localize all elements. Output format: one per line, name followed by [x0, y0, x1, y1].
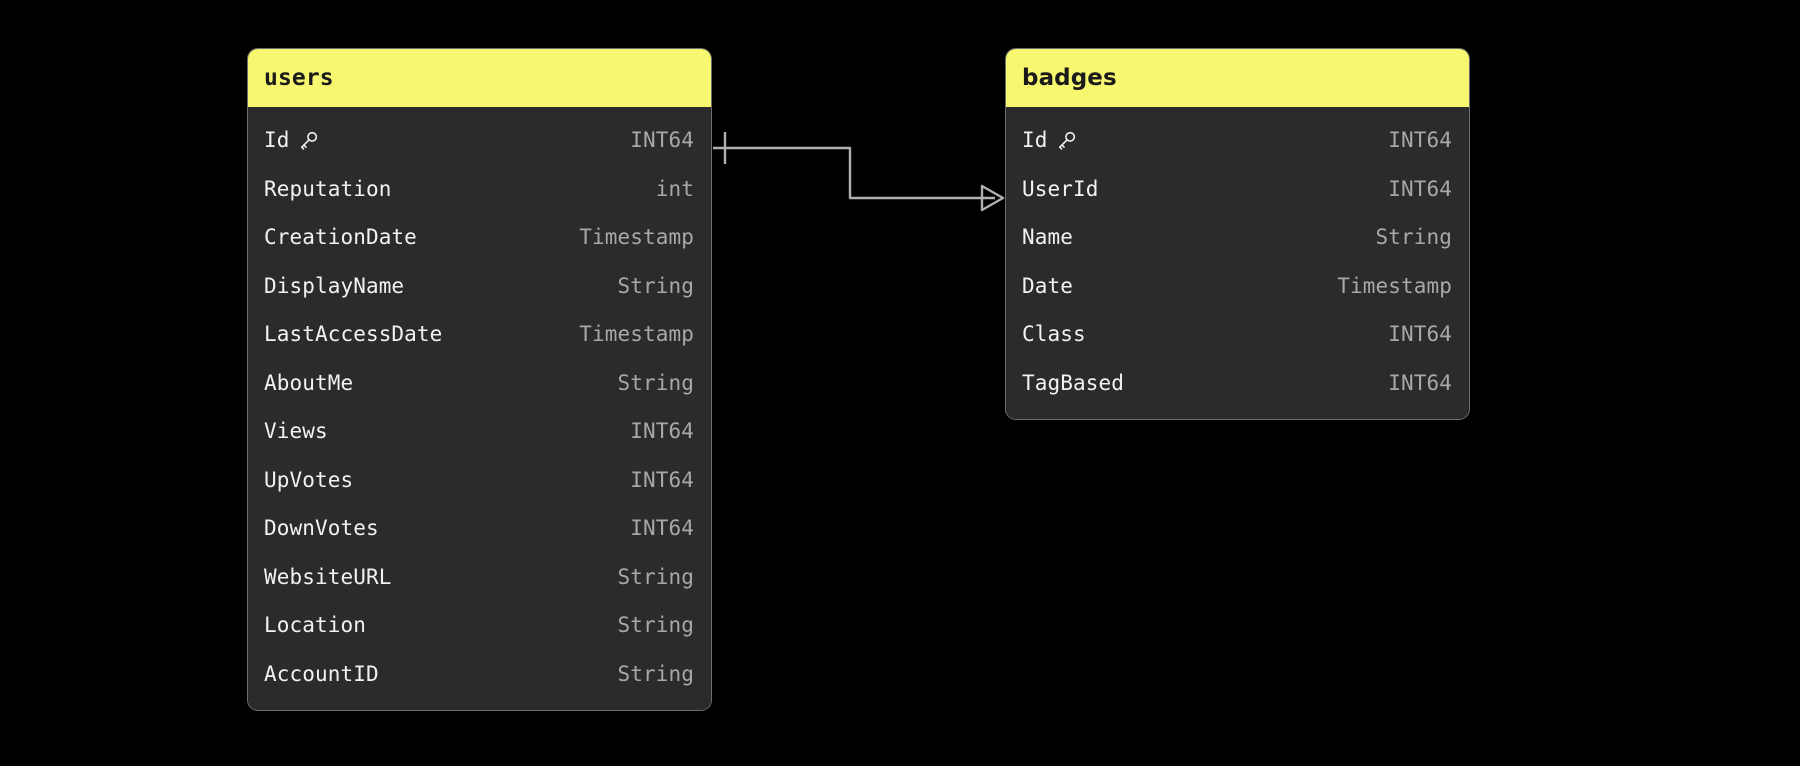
- field-row[interactable]: WebsiteURL String: [248, 553, 711, 602]
- field-name-label: Reputation: [264, 176, 392, 201]
- field-name-label: AboutMe: [264, 370, 354, 395]
- field-name-label: UpVotes: [264, 467, 354, 492]
- entity-header-badges[interactable]: badges: [1006, 49, 1469, 107]
- field-row[interactable]: Date Timestamp: [1006, 262, 1469, 311]
- field-row[interactable]: Location String: [248, 601, 711, 650]
- field-type-label: Timestamp: [1337, 273, 1452, 298]
- field-name-label: TagBased: [1022, 370, 1124, 395]
- field-name: Id: [264, 128, 319, 152]
- field-name-label: DisplayName: [264, 273, 405, 298]
- field-type-label: INT64: [1388, 370, 1452, 395]
- field-row[interactable]: LastAccessDate Timestamp: [248, 310, 711, 359]
- field-type-label: String: [617, 661, 694, 686]
- field-name: Date: [1022, 274, 1073, 298]
- field-name-label: Id: [1022, 128, 1048, 153]
- field-name: LastAccessDate: [264, 322, 442, 346]
- field-name: UserId: [1022, 177, 1098, 201]
- field-row[interactable]: Reputation int: [248, 165, 711, 214]
- entity-title-users: users: [264, 64, 334, 91]
- field-name: DisplayName: [264, 274, 404, 298]
- field-row[interactable]: DisplayName String: [248, 262, 711, 311]
- field-row[interactable]: Name String: [1006, 213, 1469, 262]
- field-row[interactable]: Views INT64: [248, 407, 711, 456]
- field-row[interactable]: AboutMe String: [248, 359, 711, 408]
- field-row[interactable]: Id INT64: [1006, 116, 1469, 165]
- field-name: TagBased: [1022, 371, 1124, 395]
- field-name: Location: [264, 613, 366, 637]
- field-row[interactable]: Id INT64: [248, 116, 711, 165]
- field-type-label: INT64: [630, 128, 694, 153]
- field-name-label: Views: [264, 419, 328, 444]
- field-name: AboutMe: [264, 371, 353, 395]
- field-type-label: INT64: [1388, 322, 1452, 347]
- cardinality-many-marker: [980, 184, 1005, 212]
- field-name: Class: [1022, 322, 1086, 346]
- field-type-label: INT64: [1388, 128, 1452, 153]
- field-row[interactable]: UpVotes INT64: [248, 456, 711, 505]
- field-type-label: INT64: [630, 516, 694, 541]
- field-type-label: String: [1375, 225, 1452, 250]
- entity-title-badges: badges: [1022, 64, 1117, 91]
- field-name-label: Class: [1022, 322, 1086, 347]
- field-name: Views: [264, 419, 328, 443]
- field-name-label: Name: [1022, 225, 1073, 250]
- field-name: Name: [1022, 225, 1073, 249]
- field-type-label: INT64: [1388, 176, 1452, 201]
- field-name: DownVotes: [264, 516, 379, 540]
- relationship-users-badges[interactable]: [713, 132, 1005, 212]
- field-name-label: Id: [264, 128, 290, 153]
- field-row[interactable]: AccountID String: [248, 650, 711, 699]
- field-row[interactable]: Class INT64: [1006, 310, 1469, 359]
- field-name: CreationDate: [264, 225, 417, 249]
- field-name-label: LastAccessDate: [264, 322, 443, 347]
- field-type-label: String: [617, 370, 694, 395]
- key-icon: [297, 130, 319, 152]
- field-name-label: Location: [264, 613, 366, 638]
- field-name: Id: [1022, 128, 1077, 152]
- field-type-label: String: [617, 564, 694, 589]
- field-type-label: int: [655, 176, 694, 201]
- field-name: UpVotes: [264, 468, 353, 492]
- field-name-label: Date: [1022, 273, 1073, 298]
- field-type-label: Timestamp: [579, 225, 694, 250]
- field-name: Reputation: [264, 177, 391, 201]
- field-name: WebsiteURL: [264, 565, 391, 589]
- field-name-label: AccountID: [264, 661, 379, 686]
- field-name: AccountID: [264, 662, 379, 686]
- field-type-label: INT64: [630, 419, 694, 444]
- field-name-label: WebsiteURL: [264, 564, 392, 589]
- relationship-line: [713, 146, 995, 200]
- field-type-label: String: [617, 613, 694, 638]
- field-name-label: CreationDate: [264, 225, 417, 250]
- field-name-label: UserId: [1022, 176, 1099, 201]
- field-name-label: DownVotes: [264, 516, 379, 541]
- field-type-label: Timestamp: [579, 322, 694, 347]
- field-row[interactable]: TagBased INT64: [1006, 359, 1469, 408]
- field-type-label: String: [617, 273, 694, 298]
- entity-header-users[interactable]: users: [248, 49, 711, 107]
- key-icon: [1055, 130, 1077, 152]
- field-row[interactable]: DownVotes INT64: [248, 504, 711, 553]
- field-row[interactable]: CreationDate Timestamp: [248, 213, 711, 262]
- field-type-label: INT64: [630, 467, 694, 492]
- field-row[interactable]: UserId INT64: [1006, 165, 1469, 214]
